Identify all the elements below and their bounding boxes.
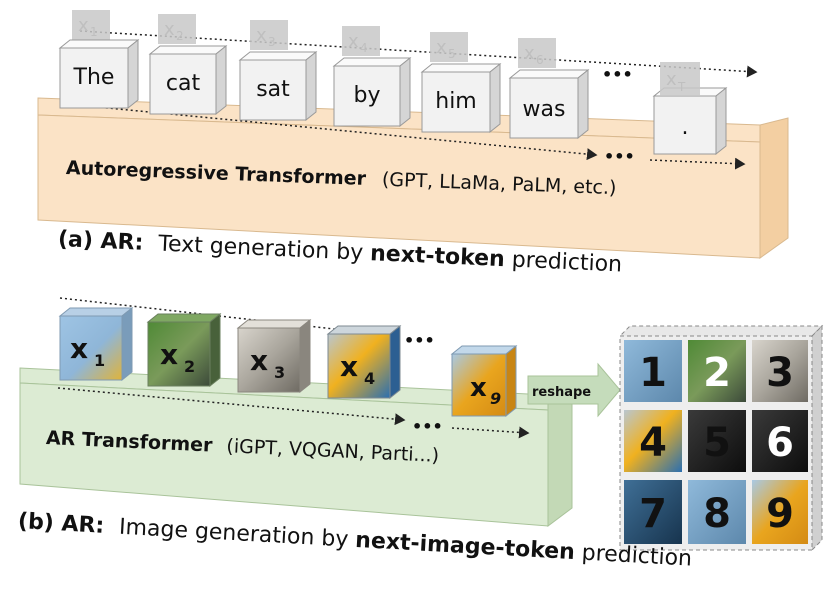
grid-cell-7: 7 — [639, 491, 667, 537]
token-a-T-sub: T — [677, 80, 686, 94]
image-token-3-sub: 3 — [274, 363, 285, 382]
token-a-3-word: sat — [256, 77, 290, 102]
token-a-3-var: x — [256, 25, 267, 46]
token-a-3-sub: 3 — [268, 35, 276, 49]
token-a-4: x 4 by — [332, 26, 412, 128]
caption-b-bold: next-image-token — [355, 528, 576, 565]
svg-text:(a) AR: Text generation: (a) AR: Text generation by next-token pr… — [57, 227, 622, 278]
image-token-1-sub: 1 — [94, 351, 105, 370]
token-a-2: x 2 cat — [148, 14, 228, 116]
grid-cell-5: 5 — [703, 420, 731, 466]
image-token-2-var: x — [160, 338, 178, 371]
reshaped-image-grid: 1 2 3 4 5 6 7 8 9 — [618, 324, 824, 552]
grid-cell-2: 2 — [703, 350, 731, 396]
token-a-1: x 1 The — [58, 10, 140, 110]
image-token-3: x 3 — [236, 318, 312, 394]
token-a-2-word: cat — [166, 71, 201, 96]
image-token-2-sub: 2 — [184, 357, 195, 376]
ellipsis-a-top: ••• — [602, 65, 633, 84]
image-token-9-sub: 9 — [490, 389, 501, 408]
grid-cell-4: 4 — [639, 420, 667, 466]
caption-b-post: prediction — [581, 541, 693, 572]
image-token-2: x 2 — [146, 312, 222, 388]
caption-a-post: prediction — [511, 248, 622, 278]
token-a-5-var: x — [436, 37, 447, 58]
image-token-1: x 1 — [58, 306, 134, 382]
arrow-a-bottom-1 — [65, 103, 598, 161]
token-a-T-word: . — [682, 115, 689, 140]
token-a-1-var: x — [78, 15, 89, 36]
arrow-a-bottom-2 — [649, 157, 746, 170]
image-token-4-sub: 4 — [364, 369, 375, 388]
token-a-4-sub: 4 — [360, 41, 368, 55]
grid-cell-3: 3 — [766, 350, 794, 396]
platform-b-side — [547, 387, 573, 527]
platform-a-side — [759, 117, 789, 259]
grid-cell-9: 9 — [766, 491, 794, 537]
token-a-1-word: The — [73, 65, 115, 90]
image-token-1-var: x — [70, 332, 88, 365]
caption-a-pre: Text generation by — [157, 231, 371, 266]
token-a-6: x 6 was — [508, 38, 590, 140]
token-a-2-var: x — [164, 19, 175, 40]
image-token-9-var: x — [470, 373, 487, 403]
reshape-label: reshape — [532, 385, 591, 400]
caption-b-prefix: (b) AR: — [17, 509, 105, 539]
token-a-4-word: by — [354, 83, 381, 108]
grid-cell-8: 8 — [703, 491, 731, 537]
image-token-9: x 9 — [450, 344, 518, 418]
ellipsis-b-bottom: ••• — [412, 417, 443, 436]
token-a-6-var: x — [524, 43, 535, 64]
reshape-arrow: reshape — [527, 362, 621, 418]
token-a-2-sub: 2 — [176, 29, 184, 43]
token-a-1-sub: 1 — [90, 25, 98, 39]
caption-a-prefix: (a) AR: — [57, 227, 143, 256]
token-a-6-sub: 6 — [536, 53, 544, 67]
image-token-3-var: x — [250, 344, 268, 377]
ellipsis-b-top: ••• — [404, 331, 435, 350]
token-a-5-word: him — [435, 89, 477, 114]
token-a-3: x 3 sat — [238, 20, 318, 122]
token-a-T-var: x — [666, 69, 677, 90]
grid-cell-6: 6 — [766, 420, 794, 466]
token-a-5: x 5 him — [420, 32, 502, 134]
image-token-4: x 4 — [326, 324, 402, 400]
grid-cell-1: 1 — [639, 350, 667, 396]
token-a-4-var: x — [348, 31, 359, 52]
caption-b-pre: Image generation by — [118, 515, 356, 553]
token-a-T: x T . — [652, 62, 728, 156]
image-token-4-var: x — [340, 350, 358, 383]
ellipsis-a-bottom: ••• — [604, 147, 635, 166]
caption-a-bold: next-token — [370, 241, 506, 272]
svg-text:(b) AR: Image generation: (b) AR: Image generation by next-image-t… — [17, 509, 692, 572]
token-a-5-sub: 5 — [448, 47, 456, 61]
token-a-6-word: was — [523, 97, 566, 122]
